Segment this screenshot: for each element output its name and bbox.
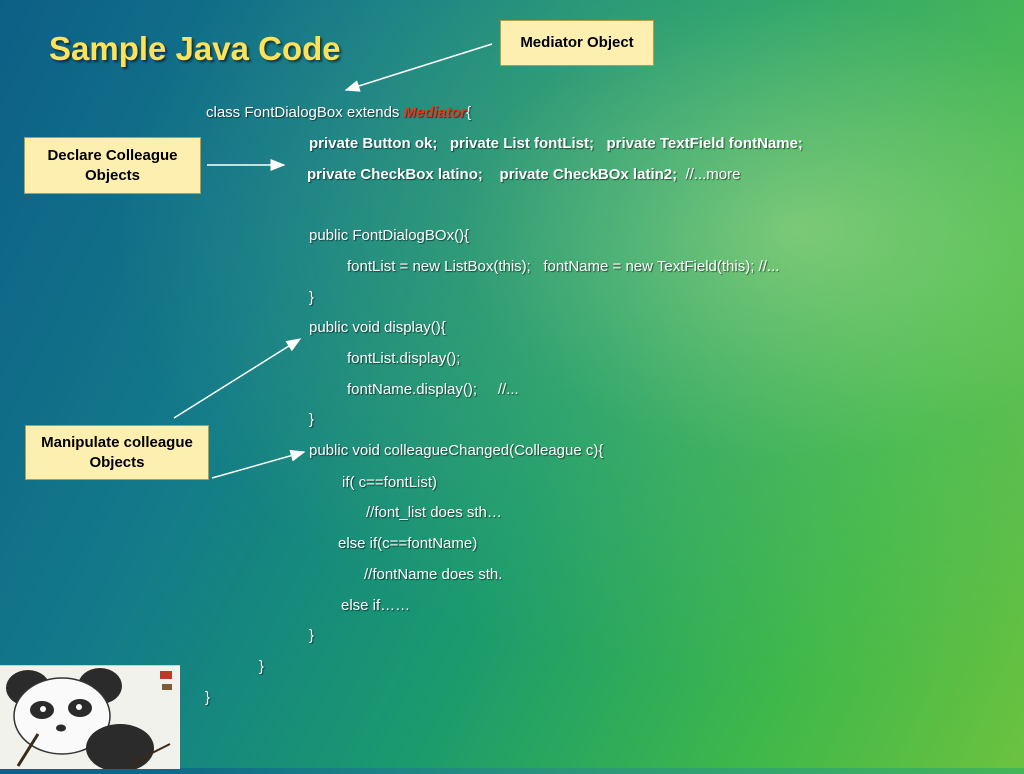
- code-line-comment-2: //fontName does sth.: [364, 566, 503, 583]
- panda-logo-image: [0, 665, 180, 772]
- manip-callout-line1: Manipulate colleague: [41, 433, 193, 451]
- mediator-keyword: Mediator: [403, 104, 467, 121]
- code-line-class-decl: class FontDialogBox extends Mediator{: [206, 104, 471, 121]
- code-line-else-if-1: else if(c==fontName): [338, 535, 478, 552]
- code-class-prefix: class FontDialogBox extends: [206, 104, 404, 121]
- code-line-fields-2: private CheckBox latino; private CheckBO…: [307, 166, 740, 183]
- code-line-comment-1: //font_list does sth…: [366, 504, 502, 521]
- code-line-close-4: }: [259, 658, 265, 675]
- code-line-display: public void display(){: [309, 319, 446, 336]
- code-line-display-body-1: fontList.display();: [347, 350, 461, 367]
- mediator-object-callout: Mediator Object: [500, 20, 654, 66]
- code-line-close-2: }: [309, 411, 315, 428]
- declare-colleague-callout: Declare Colleague Objects: [24, 137, 201, 194]
- code-line-constructor-body: fontList = new ListBox(this); fontName =…: [347, 258, 780, 275]
- declare-callout-line1: Declare Colleague: [47, 146, 178, 164]
- code-line-fields-1: private Button ok; private List fontList…: [309, 135, 803, 152]
- code-fields-2-decl: private CheckBox latino; private CheckBO…: [307, 166, 678, 183]
- arrow-icon: [344, 43, 493, 92]
- code-class-brace: {: [466, 104, 472, 121]
- code-line-constructor: public FontDialogBOx(){: [309, 227, 470, 244]
- code-line-colleague-changed: public void colleagueChanged(Colleague c…: [309, 442, 604, 459]
- code-line-close-3: }: [309, 627, 315, 644]
- manip-callout-line2: Objects: [89, 453, 145, 471]
- mediator-callout-label: Mediator Object: [520, 34, 634, 51]
- code-fields-2-comment: //...more: [677, 166, 741, 183]
- code-line-if: if( c==fontList): [342, 474, 438, 491]
- slide-title: Sample Java Code: [49, 30, 341, 67]
- arrow-icon: [173, 338, 302, 419]
- code-line-else-if-2: else if……: [341, 597, 411, 614]
- declare-callout-line2: Objects: [84, 166, 141, 184]
- manipulate-colleague-callout: Manipulate colleague Objects: [25, 425, 209, 480]
- code-line-close-5: }: [205, 689, 211, 706]
- code-line-display-body-2: fontName.display(); //...: [347, 381, 519, 398]
- arrow-icon: [211, 449, 306, 479]
- code-line-close-1: }: [309, 289, 315, 306]
